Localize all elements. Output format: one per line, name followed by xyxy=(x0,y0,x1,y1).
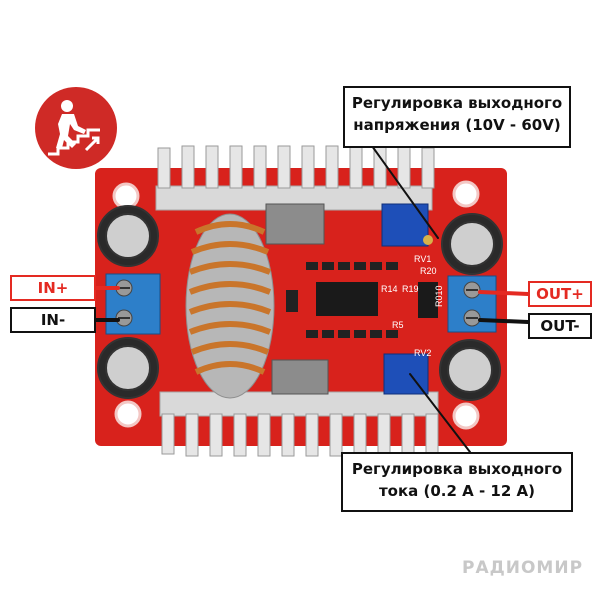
in-plus-label: IN+ xyxy=(10,275,96,301)
bottom-heatsink xyxy=(159,391,439,457)
electrolytic-capacitors xyxy=(97,205,503,401)
silk-r20: R20 xyxy=(420,266,437,276)
current-adjust-callout: Регулировка выходного тока (0.2 A - 12 A… xyxy=(341,452,573,512)
top-heatsink xyxy=(155,145,435,211)
silk-r19: R19 xyxy=(402,284,419,294)
output-terminal xyxy=(447,275,497,333)
out-plus-label: OUT+ xyxy=(528,281,592,307)
watermark: РАДИОМИР xyxy=(462,558,583,578)
silk-rv2: RV2 xyxy=(414,348,431,358)
voltage-callout-line1: Регулировка выходного xyxy=(351,94,563,112)
pointer-arrows xyxy=(94,145,530,453)
silk-r5: R5 xyxy=(392,320,404,330)
out-minus-label: OUT- xyxy=(528,313,592,339)
toroid-inductor xyxy=(185,213,275,399)
current-callout-line1: Регулировка выходного xyxy=(351,460,563,478)
in-minus-label: IN- xyxy=(10,307,96,333)
voltage-adjust-callout: Регулировка выходного напряжения (10V - … xyxy=(343,86,571,148)
silk-rv1: RV1 xyxy=(414,254,431,264)
silk-r14: R14 xyxy=(381,284,398,294)
input-terminal xyxy=(105,273,161,335)
current-callout-line2: тока (0.2 A - 12 A) xyxy=(378,482,535,500)
silk-r010: R010 xyxy=(434,285,444,307)
watermark-text: РАДИОМИР xyxy=(462,558,584,578)
voltage-callout-line2: напряжения (10V - 60V) xyxy=(353,116,561,134)
stairs-up-person-icon xyxy=(34,86,118,170)
